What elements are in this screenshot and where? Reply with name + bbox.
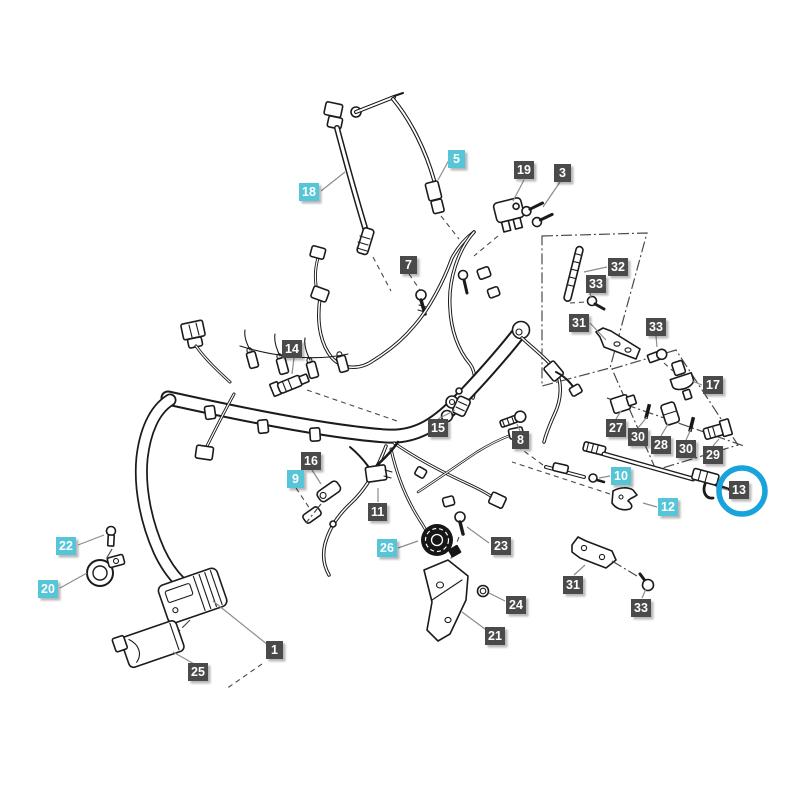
part-16-9-sensors (302, 480, 342, 528)
part-label-28[interactable]: 28 (651, 436, 671, 454)
harness-injector-cluster (239, 329, 350, 380)
part-fastener-row (606, 393, 745, 447)
part-7-bolt (415, 269, 469, 316)
part-label-33-3[interactable]: 33 (631, 599, 651, 617)
part-31-bracket-bottom (571, 536, 638, 577)
part-label-33-2[interactable]: 33 (646, 318, 666, 336)
part-label-22[interactable]: 22 (56, 537, 76, 555)
part-3-bolts (521, 201, 554, 228)
part-22-bolt (104, 525, 117, 562)
part-15-clamp (451, 387, 471, 417)
harness-main-trunk (134, 320, 531, 589)
part-label-24[interactable]: 24 (506, 596, 526, 614)
part-20-pclamp (86, 553, 126, 587)
part-10-cable (516, 445, 606, 484)
part-24-nut (476, 584, 490, 598)
part-8-bolt (499, 410, 527, 428)
part-label-17[interactable]: 17 (703, 376, 723, 394)
part-label-27[interactable]: 27 (606, 419, 626, 437)
part-26-cog (421, 524, 462, 558)
highlight-circle (716, 465, 768, 517)
part-label-29[interactable]: 29 (703, 446, 723, 464)
part-label-26[interactable]: 26 (377, 539, 397, 557)
part-label-1[interactable]: 1 (266, 641, 283, 659)
part-label-12[interactable]: 12 (658, 498, 678, 516)
harness-left-connector (180, 319, 232, 384)
part-18-sensor-cable (323, 101, 392, 292)
part-label-23[interactable]: 23 (491, 537, 511, 555)
part-label-16[interactable]: 16 (301, 452, 321, 470)
part-32-rail (563, 245, 584, 302)
part-33-bolt-top (569, 295, 606, 311)
part-21-bracket (423, 559, 469, 642)
part-19-sensor (473, 197, 525, 257)
part-label-20[interactable]: 20 (38, 580, 58, 598)
part-11-plug (349, 446, 393, 483)
part-label-32[interactable]: 32 (608, 258, 628, 276)
part-5-sensor-cable (350, 92, 460, 240)
part-label-25[interactable]: 25 (188, 663, 208, 681)
leader-lines (59, 159, 729, 690)
part-33-bolt-bottom (638, 572, 655, 592)
part-label-19[interactable]: 19 (514, 161, 534, 179)
part-17-valve (669, 359, 695, 401)
part-label-15[interactable]: 15 (428, 419, 448, 437)
part-label-30-2[interactable]: 30 (676, 440, 696, 458)
part-label-30-1[interactable]: 30 (628, 428, 648, 446)
part-1-ecu (157, 567, 228, 635)
part-label-10[interactable]: 10 (611, 467, 631, 485)
part-label-31-2[interactable]: 31 (563, 576, 583, 594)
part-33-bolt-mid (646, 348, 674, 372)
part-label-33-1[interactable]: 33 (586, 275, 606, 293)
part-label-5[interactable]: 5 (448, 150, 465, 168)
part-label-11[interactable]: 11 (368, 503, 388, 521)
part-label-7[interactable]: 7 (400, 256, 417, 274)
part-14-sensor (269, 373, 398, 422)
part-label-31-1[interactable]: 31 (569, 314, 589, 332)
part-label-3[interactable]: 3 (554, 164, 571, 182)
part-label-18[interactable]: 18 (299, 183, 319, 201)
part-label-21[interactable]: 21 (485, 627, 505, 645)
harness-drop-cable (194, 392, 236, 461)
part-31-bracket-top (595, 327, 641, 360)
part-label-8[interactable]: 8 (512, 431, 529, 449)
assembly-box-glow-rail (541, 232, 648, 387)
part-25-clamp (111, 620, 185, 669)
part-12-clip (511, 461, 638, 511)
harness-right-drop (520, 336, 583, 444)
part-label-9[interactable]: 9 (287, 470, 304, 488)
part-label-13[interactable]: 13 (729, 481, 749, 499)
part-label-14[interactable]: 14 (282, 340, 302, 358)
